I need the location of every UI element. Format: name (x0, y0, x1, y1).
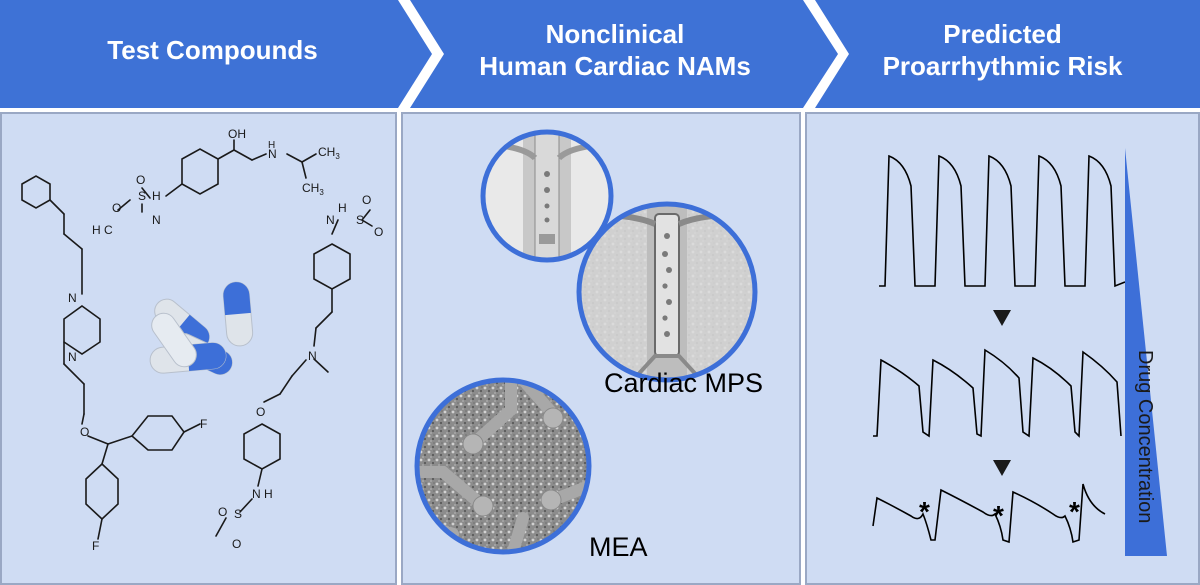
label-mea: MEA (589, 532, 648, 562)
arrhythmia-marker-3: * (1069, 496, 1080, 527)
panel-nams: Cardiac MPS MEA (401, 112, 801, 585)
header-chevron-3 (815, 0, 1200, 108)
atom-nh: N (268, 147, 277, 161)
ap-trace-prolonged (873, 348, 1122, 438)
mea-micrograph (417, 380, 589, 552)
chemical-structures: N N O F F OH N H CH3 CH3 S H N O O H C H… (21, 127, 383, 553)
header-chevron-band (0, 0, 1200, 108)
atom-n-1: N (68, 291, 77, 305)
benzene-ring-3 (313, 243, 351, 290)
arrhythmia-marker-1: * (919, 496, 930, 527)
atom-n-5: N (308, 349, 317, 363)
atom-o-3: O (112, 201, 121, 215)
capsules-group (149, 281, 254, 375)
mps-small-micrograph (483, 132, 611, 260)
mps-large-ring (576, 201, 758, 383)
panel-risk: * * * Drug Concentration (805, 112, 1200, 585)
arrow-down-1 (993, 310, 1011, 326)
atom-n-6: N (252, 487, 261, 501)
atom-o-1: O (80, 425, 89, 439)
atom-h-3: H (338, 201, 347, 215)
atom-s-2: S (356, 213, 364, 227)
arrow-down-2 (993, 460, 1011, 476)
atom-ch3-2: CH3 (302, 181, 324, 197)
header-title-test-compounds: Test Compounds (107, 35, 318, 65)
panel-test-compounds: N N O F F OH N H CH3 CH3 S H N O O H C H… (0, 112, 397, 585)
fluorophenyl-ring-2 (85, 462, 119, 521)
atom-o-6: O (256, 405, 265, 419)
benzene-ring-4 (243, 423, 281, 470)
atom-f-1: F (200, 417, 207, 431)
atom-oh: OH (228, 127, 246, 141)
nams-illustrations (414, 129, 758, 555)
ap-trace-arrhythmic (872, 483, 1106, 544)
atom-o-4: O (362, 193, 371, 207)
action-potential-traces (872, 148, 1167, 556)
atom-o-5: O (374, 225, 383, 239)
atom-h-2: H (152, 189, 161, 203)
mps-small-ring (480, 129, 614, 263)
atom-o-2: O (136, 173, 145, 187)
drug-concentration-wedge (1125, 148, 1167, 556)
atom-s-3: S (234, 507, 242, 521)
label-cardiac-mps: Cardiac MPS (604, 368, 764, 398)
benzene-ring-2 (181, 148, 219, 195)
atom-o-7: O (218, 505, 227, 519)
label-drug-concentration: Drug Concentration (1134, 350, 1156, 524)
header-title-risk: Predicted Proarrhythmic Risk (882, 19, 1123, 81)
atom-f-2: F (92, 539, 99, 553)
atom-h-1: H (268, 140, 275, 151)
ap-trace-normal (879, 154, 1126, 288)
header-chevron-2 (410, 0, 838, 108)
atom-n-4: N (326, 213, 335, 227)
atom-o-8: O (232, 537, 241, 551)
header-chevron-1 (0, 0, 432, 108)
benzene-ring-1 (21, 175, 51, 209)
mps-large-micrograph (579, 204, 755, 380)
fluorophenyl-ring-1 (130, 415, 185, 451)
atom-s-1: S (138, 189, 146, 203)
arrhythmia-marker-2: * (993, 500, 1004, 531)
atom-h-4: H (264, 487, 273, 501)
piperazine-ring (63, 305, 101, 355)
header-title-nams: Nonclinical Human Cardiac NAMs (479, 19, 751, 81)
atom-ch3-1: CH3 (318, 145, 340, 161)
mea-ring (414, 377, 592, 555)
atom-n-2: N (68, 350, 77, 364)
atom-h3c: H C (92, 223, 113, 237)
atom-n-3: N (152, 213, 161, 227)
